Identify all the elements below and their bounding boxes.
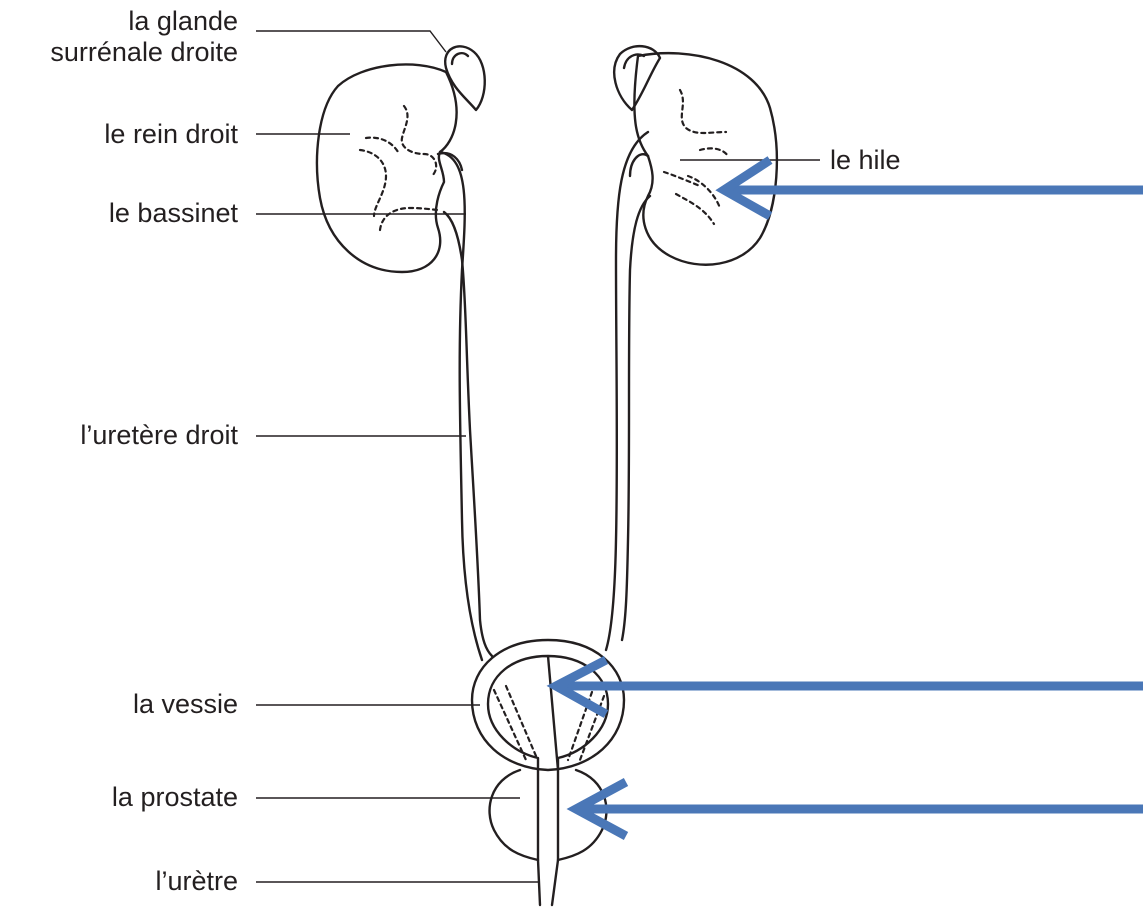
right-ureter-outer — [440, 152, 482, 660]
label-bladder: la vessie — [133, 689, 238, 720]
bladder-ureter-openings — [494, 686, 604, 760]
label-urethra: l’urètre — [155, 866, 238, 897]
right-kidney-calyces — [360, 106, 438, 230]
left-ureter-inner — [622, 196, 650, 640]
right-ureter-inner — [444, 212, 492, 656]
right-adrenal-gland — [445, 46, 485, 110]
label-hilum: le hile — [830, 145, 901, 176]
urethra-right — [552, 770, 558, 905]
leader-adrenal — [256, 31, 446, 52]
left-kidney-calyces — [664, 90, 728, 224]
label-ureter: l’uretère droit — [80, 420, 238, 451]
label-prostate: la prostate — [112, 782, 238, 813]
label-adrenal-line2: surrénale droite — [50, 37, 238, 68]
label-kidney: le rein droit — [104, 119, 238, 150]
label-adrenal: la glande surrénale droite — [50, 6, 238, 68]
arrow-to-bladder — [556, 660, 1143, 714]
label-adrenal-line1: la glande — [50, 6, 238, 37]
arrow-to-prostate — [576, 782, 1143, 836]
left-kidney — [634, 53, 777, 265]
right-kidney — [317, 64, 457, 272]
urethra-left — [538, 770, 540, 905]
label-pelvis: le bassinet — [109, 198, 238, 229]
arrow-to-hile — [724, 160, 1143, 216]
